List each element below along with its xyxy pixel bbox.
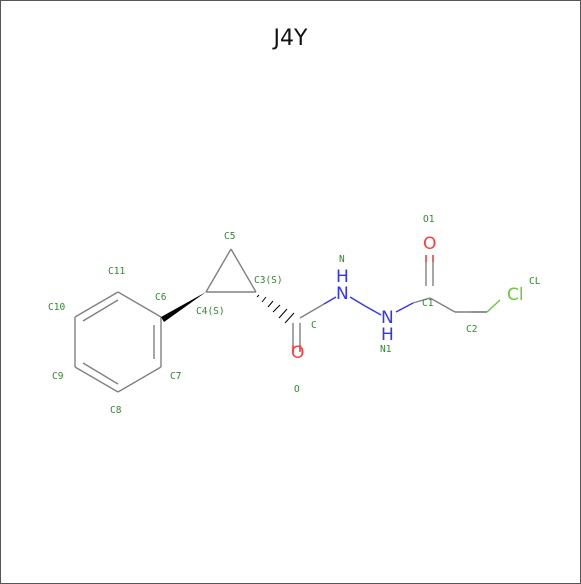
- label-c: C: [311, 320, 317, 331]
- bond-c5-c3: [230, 248, 257, 293]
- atom-n: N: [336, 284, 349, 304]
- label-cl: CL: [529, 276, 541, 287]
- bond-n-n1-a: [349, 296, 366, 307]
- bond-c-n-gray: [299, 303, 325, 319]
- label-o: O: [294, 384, 300, 395]
- atom-o-carbonyl: O: [291, 343, 304, 363]
- bonds: [74, 248, 487, 393]
- bond-cl-green: [486, 299, 501, 313]
- label-c5: C5: [224, 231, 235, 242]
- hash-2: [261, 296, 267, 303]
- bond-n1-c1-gray: [412, 297, 431, 304]
- hash-6: [284, 312, 295, 324]
- atom-n1-h: H: [381, 325, 394, 345]
- label-c10: C10: [48, 302, 65, 313]
- bond-c7-c8: [117, 366, 162, 393]
- bond-n-n1-b: [364, 305, 382, 316]
- bond-c4-c5: [205, 248, 232, 293]
- atom-n-h: H: [336, 267, 349, 287]
- label-c9: C9: [52, 371, 64, 382]
- label-n1: N1: [380, 344, 392, 355]
- hash-3: [267, 300, 274, 308]
- label-o1: O1: [423, 214, 435, 225]
- label-c7: C7: [170, 371, 181, 382]
- bond-c1-c2: [429, 297, 456, 313]
- label-c2: C2: [466, 324, 477, 335]
- label-n: N: [339, 254, 345, 265]
- bond-inner-c10-c11: [82, 299, 119, 322]
- hash-1: [256, 294, 260, 298]
- label-c1: C1: [422, 298, 434, 309]
- atom-cl: Cl: [507, 285, 524, 305]
- label-c11: C11: [108, 266, 125, 277]
- bond-n1-c1-blue: [395, 302, 414, 313]
- label-c8: C8: [110, 405, 122, 416]
- wedge-bond-c4-c6: [161, 292, 206, 322]
- atom-o1: O: [423, 234, 436, 254]
- hash-5: [278, 308, 288, 319]
- hashed-bond-c3-c: [256, 294, 295, 324]
- diagram-title: J4Y: [273, 26, 308, 51]
- bond-c-n-blue: [323, 296, 337, 305]
- atom-labels: C5 C3(S) C4(S) C6 C11 C10 C9 C8 C7 C O N…: [48, 214, 541, 416]
- label-c4: C4(S): [196, 306, 225, 317]
- hash-4: [272, 304, 281, 313]
- colored-bonds: [292, 255, 501, 352]
- atom-n1: N: [381, 308, 394, 328]
- bond-c10-c11: [74, 291, 119, 318]
- bond-c8-c9: [74, 366, 119, 393]
- label-c6: C6: [155, 292, 167, 303]
- bond-c11-c6: [117, 291, 162, 318]
- bond-inner-c8-c9: [82, 362, 119, 385]
- label-c3: C3(S): [254, 275, 283, 286]
